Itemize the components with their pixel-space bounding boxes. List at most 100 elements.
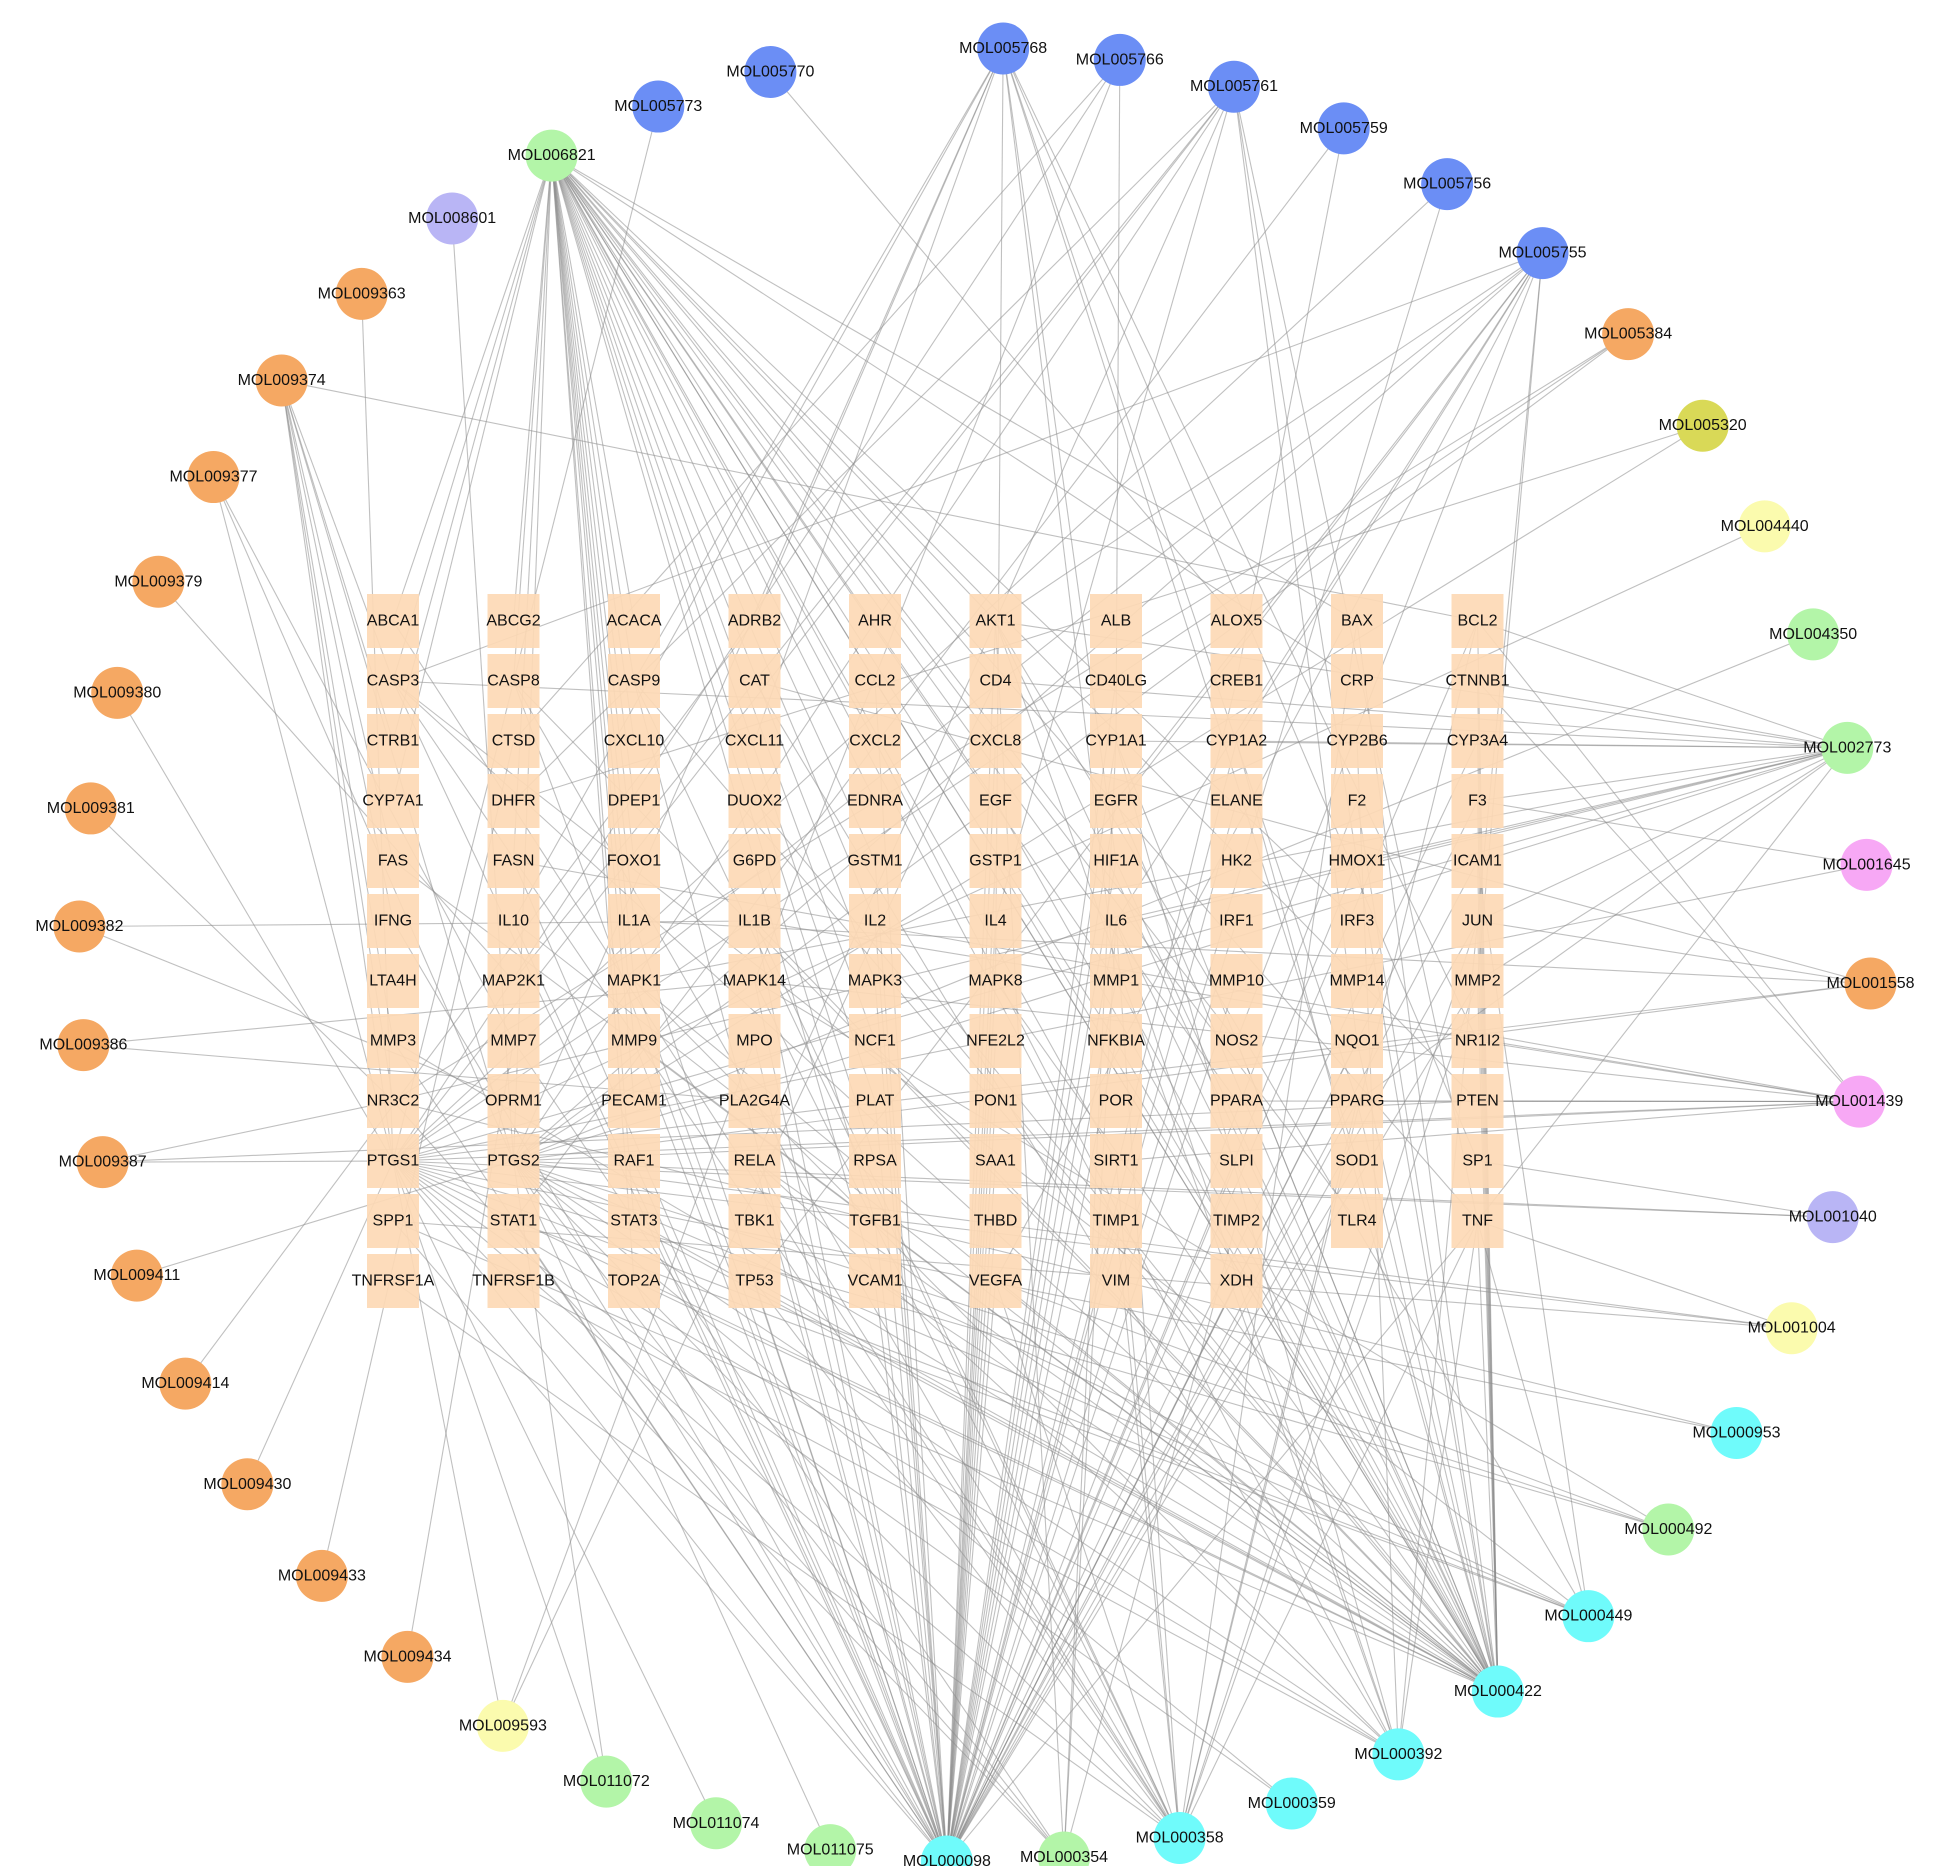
compound-node[interactable] xyxy=(1840,838,1893,891)
target-node-box[interactable] xyxy=(367,834,419,888)
target-node-box[interactable] xyxy=(1090,1074,1142,1128)
target-node-box[interactable] xyxy=(487,594,540,648)
target-node-box[interactable] xyxy=(969,594,1022,648)
target-node-box[interactable] xyxy=(849,954,901,1008)
compound-node[interactable] xyxy=(187,451,240,504)
target-node-box[interactable] xyxy=(1210,1254,1263,1308)
compound-node[interactable] xyxy=(1738,500,1791,553)
target-node-box[interactable] xyxy=(1210,834,1263,888)
target-node-box[interactable] xyxy=(487,1014,540,1068)
target-node-box[interactable] xyxy=(487,1194,540,1248)
compound-node[interactable] xyxy=(53,900,106,953)
target-node-box[interactable] xyxy=(849,654,901,708)
compound-node[interactable] xyxy=(1676,399,1729,452)
target-node-box[interactable] xyxy=(1451,954,1504,1008)
compound-node[interactable] xyxy=(1562,1590,1615,1643)
target-node-box[interactable] xyxy=(1331,774,1383,828)
target-node-box[interactable] xyxy=(969,1194,1022,1248)
target-node-box[interactable] xyxy=(1451,1014,1504,1068)
target-node-box[interactable] xyxy=(367,594,419,648)
target-node-box[interactable] xyxy=(487,774,540,828)
target-node-box[interactable] xyxy=(1451,894,1504,948)
compound-node[interactable] xyxy=(580,1755,633,1808)
target-node-box[interactable] xyxy=(849,1014,901,1068)
target-node-box[interactable] xyxy=(367,1194,419,1248)
compound-node[interactable] xyxy=(159,1357,212,1410)
target-node-box[interactable] xyxy=(849,594,901,648)
target-node-box[interactable] xyxy=(1090,1194,1142,1248)
target-node-box[interactable] xyxy=(608,834,660,888)
target-node-box[interactable] xyxy=(1210,894,1263,948)
target-node-box[interactable] xyxy=(1451,1074,1504,1128)
compound-node[interactable] xyxy=(920,1835,973,1866)
target-node-box[interactable] xyxy=(608,594,660,648)
compound-node[interactable] xyxy=(76,1136,129,1189)
target-node-box[interactable] xyxy=(1210,714,1263,768)
compound-node[interactable] xyxy=(426,192,479,245)
target-node-box[interactable] xyxy=(969,714,1022,768)
target-node-box[interactable] xyxy=(608,954,660,1008)
target-node-box[interactable] xyxy=(728,1074,781,1128)
target-node-box[interactable] xyxy=(728,774,781,828)
target-node-box[interactable] xyxy=(1331,834,1383,888)
compound-node[interactable] xyxy=(1037,1831,1090,1866)
target-node-box[interactable] xyxy=(728,1014,781,1068)
target-node-box[interactable] xyxy=(1210,1134,1263,1188)
target-node-box[interactable] xyxy=(728,954,781,1008)
target-node-box[interactable] xyxy=(1331,714,1383,768)
target-node-box[interactable] xyxy=(1090,1134,1142,1188)
target-node-box[interactable] xyxy=(1451,654,1504,708)
target-node-box[interactable] xyxy=(1090,594,1142,648)
target-node-box[interactable] xyxy=(849,834,901,888)
target-node-box[interactable] xyxy=(608,774,660,828)
target-node-box[interactable] xyxy=(849,894,901,948)
target-node-box[interactable] xyxy=(367,654,419,708)
compound-node[interactable] xyxy=(110,1249,163,1302)
target-node-box[interactable] xyxy=(367,1014,419,1068)
target-node-box[interactable] xyxy=(367,714,419,768)
target-node-box[interactable] xyxy=(1331,1074,1383,1128)
target-node-box[interactable] xyxy=(849,1254,901,1308)
target-node-box[interactable] xyxy=(1451,774,1504,828)
target-node-box[interactable] xyxy=(1210,774,1263,828)
compound-node[interactable] xyxy=(1516,227,1569,280)
target-node-box[interactable] xyxy=(1331,654,1383,708)
target-node-box[interactable] xyxy=(487,1074,540,1128)
target-node-box[interactable] xyxy=(969,894,1022,948)
target-node-box[interactable] xyxy=(728,894,781,948)
compound-node[interactable] xyxy=(476,1699,529,1752)
target-node-box[interactable] xyxy=(1090,894,1142,948)
target-node-box[interactable] xyxy=(728,1194,781,1248)
target-node-box[interactable] xyxy=(1331,1134,1383,1188)
target-node-box[interactable] xyxy=(1451,1134,1504,1188)
target-node-box[interactable] xyxy=(1331,894,1383,948)
compound-node[interactable] xyxy=(804,1824,857,1866)
compound-node[interactable] xyxy=(1372,1728,1425,1781)
target-node-box[interactable] xyxy=(969,1014,1022,1068)
compound-node[interactable] xyxy=(132,555,185,608)
compound-node[interactable] xyxy=(744,45,797,98)
target-node-box[interactable] xyxy=(367,894,419,948)
compound-node[interactable] xyxy=(1153,1812,1206,1865)
compound-node[interactable] xyxy=(632,80,685,133)
target-node-box[interactable] xyxy=(728,654,781,708)
compound-node[interactable] xyxy=(64,782,117,835)
target-node-box[interactable] xyxy=(367,1254,419,1308)
target-node-box[interactable] xyxy=(487,1254,540,1308)
target-node-box[interactable] xyxy=(1331,1014,1383,1068)
compound-node[interactable] xyxy=(1471,1665,1524,1718)
compound-node[interactable] xyxy=(1265,1777,1318,1830)
target-node-box[interactable] xyxy=(969,954,1022,1008)
compound-node[interactable] xyxy=(57,1019,110,1072)
target-node-box[interactable] xyxy=(728,714,781,768)
target-node-box[interactable] xyxy=(367,1074,419,1128)
target-node-box[interactable] xyxy=(849,1074,901,1128)
target-node-box[interactable] xyxy=(487,1134,540,1188)
target-node-box[interactable] xyxy=(728,1254,781,1308)
compound-node[interactable] xyxy=(335,267,388,320)
compound-node[interactable] xyxy=(221,1458,274,1511)
target-node-box[interactable] xyxy=(969,834,1022,888)
compound-node[interactable] xyxy=(1806,1191,1859,1244)
target-node-box[interactable] xyxy=(728,834,781,888)
target-node-box[interactable] xyxy=(608,1194,660,1248)
